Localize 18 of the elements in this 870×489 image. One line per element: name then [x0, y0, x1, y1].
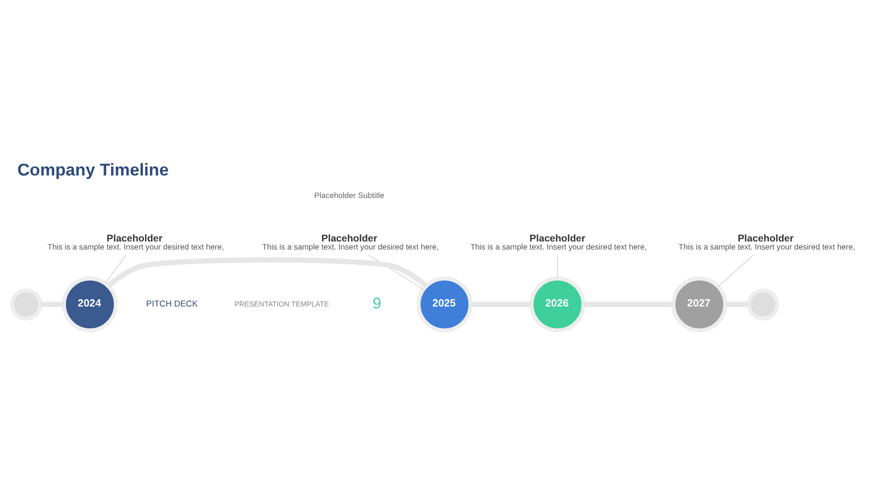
node-circle: 2024	[62, 276, 118, 332]
connector	[584, 301, 674, 307]
connector	[557, 254, 558, 278]
connector	[725, 301, 749, 307]
connector	[470, 301, 532, 307]
connector	[40, 301, 64, 307]
label: PRESENTATION TEMPLATE	[234, 298, 329, 308]
node-circle: 2025	[416, 276, 472, 332]
label: 9	[372, 295, 382, 312]
node-circle	[746, 288, 780, 320]
connector	[718, 254, 754, 286]
node-circle: 2027	[671, 276, 728, 332]
node-circle	[10, 288, 42, 320]
diagram-title: Company Timeline	[17, 160, 169, 179]
label: PITCH DECK	[146, 298, 198, 308]
node-circle: 2026	[530, 276, 586, 332]
connector	[104, 254, 126, 284]
connector	[106, 256, 428, 288]
